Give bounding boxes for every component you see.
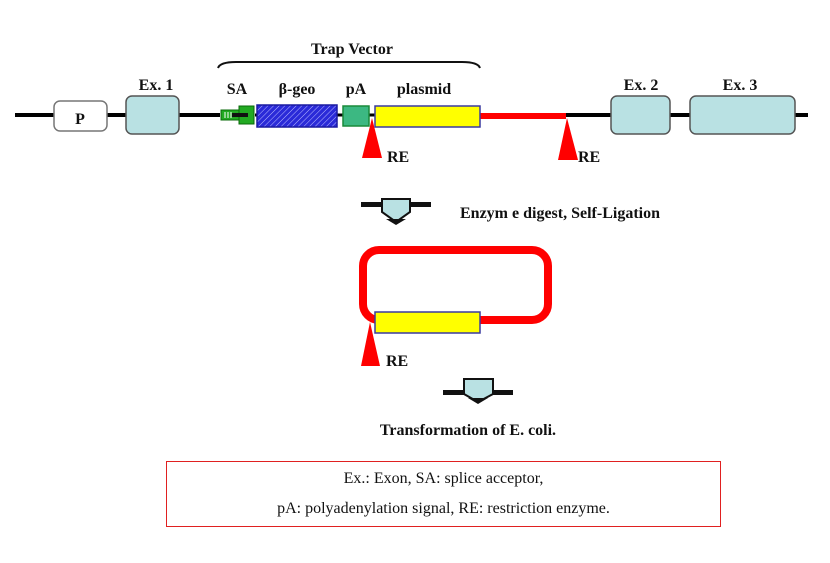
ligated-circle — [359, 246, 552, 324]
exon1-label: Ex. 1 — [139, 77, 174, 94]
plasmid-box — [374, 105, 481, 128]
plasmid-label: plasmid — [397, 81, 451, 98]
step1-label: Enzym e digest, Self-Ligation — [460, 205, 660, 222]
exon2-box — [610, 95, 671, 135]
legend-box: Ex.: Exon, SA: splice acceptor, pA: poly… — [166, 461, 721, 527]
re-label-3: RE — [386, 353, 408, 370]
plasmid-box-circle — [374, 311, 481, 334]
bgeo-label: β-geo — [279, 81, 316, 98]
down-arrow-1 — [361, 198, 431, 225]
re-triangle-3 — [361, 322, 380, 366]
exon2-label: Ex. 2 — [624, 77, 659, 94]
sa-element — [220, 105, 255, 125]
down-arrow-2 — [443, 378, 513, 404]
step2-label: Transformation of E. coli. — [380, 422, 556, 439]
legend-line-2: pA: polyadenylation signal, RE: restrict… — [277, 500, 610, 517]
pa-box — [342, 105, 370, 127]
bgeo-box — [256, 104, 338, 128]
re-label-2: RE — [578, 149, 600, 166]
exon3-box — [689, 95, 796, 135]
pa-label: pA — [346, 81, 367, 98]
re-label-1: RE — [387, 149, 409, 166]
legend-line-1: Ex.: Exon, SA: splice acceptor, — [343, 470, 544, 487]
promoter-label: P — [75, 111, 85, 128]
re-triangle-1 — [362, 118, 382, 158]
promoter-box — [53, 100, 108, 132]
exon3-label: Ex. 3 — [723, 77, 758, 94]
sa-label: SA — [227, 81, 248, 98]
trap-vector-label: Trap Vector — [311, 41, 393, 58]
re-triangle-2 — [558, 118, 578, 160]
trap-vector-bracket — [217, 61, 481, 69]
exon1-box — [125, 95, 180, 135]
